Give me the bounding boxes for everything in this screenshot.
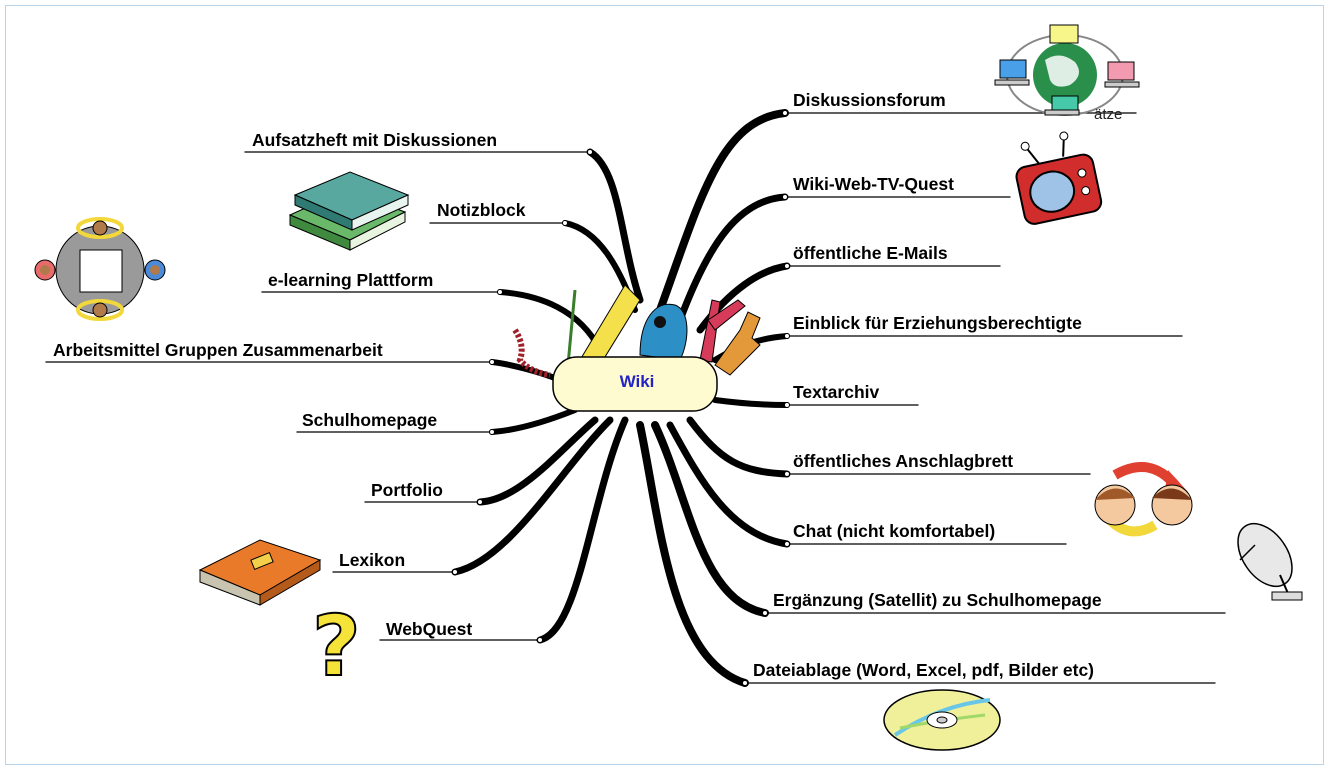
node-dot — [782, 110, 788, 116]
center-node — [552, 356, 718, 412]
branch-portfolio — [476, 416, 599, 506]
branch-chat — [666, 421, 791, 548]
branch-satellit — [651, 421, 769, 617]
center-label: Wiki — [619, 372, 655, 391]
branch-lexikon — [451, 416, 614, 576]
label-lexikon: Lexikon — [339, 550, 406, 570]
office-supplies-icon — [512, 284, 761, 378]
label-satellit: Ergänzung (Satellit) zu Schulhomepage — [773, 590, 1102, 610]
node-dot — [784, 471, 790, 477]
branch-schulhomepage — [489, 407, 578, 435]
node-dot — [784, 402, 790, 408]
satellite-dish-icon — [1237, 522, 1303, 601]
node-dot — [784, 263, 790, 269]
label-diskussionsforum: Diskussionsforum — [793, 90, 946, 110]
node-dot — [742, 680, 748, 686]
branch-diskussionsforum — [656, 109, 789, 314]
label-einblick: Einblick für Erziehungsberechtigte — [793, 313, 1082, 333]
node-dot — [537, 637, 543, 643]
branch-dateiablage — [636, 421, 749, 687]
people-cycle-icon — [1094, 462, 1193, 537]
node-dot — [762, 610, 768, 616]
tv-icon — [1015, 131, 1103, 225]
label-portfolio: Portfolio — [371, 480, 443, 500]
node-dot — [497, 289, 503, 295]
label-textarchiv: Textarchiv — [793, 382, 880, 402]
branch-webquest — [536, 416, 629, 644]
label-emails: öffentliche E-Mails — [793, 243, 948, 263]
label-dateiablage: Dateiablage (Word, Excel, pdf, Bilder et… — [753, 660, 1095, 680]
branch-elearning — [497, 289, 603, 353]
node-dot — [489, 359, 495, 365]
node-dot — [452, 569, 458, 575]
books-icon — [288, 171, 410, 251]
node-dot — [784, 333, 790, 339]
branch-wikiwebtv — [676, 193, 789, 324]
dictionary-book-icon — [198, 539, 322, 606]
branch-arbeitsmittel — [489, 359, 563, 383]
label-webquest: WebQuest — [386, 619, 473, 639]
network-globe-icon — [994, 24, 1140, 116]
label-anschlagbrett: öffentliches Anschlagbrett — [793, 451, 1014, 471]
label-aufsatzheft: Aufsatzheft mit Diskussionen — [252, 130, 498, 150]
label-arbeitsmittel: Arbeitsmittel Gruppen Zusammenarbeit — [53, 340, 383, 360]
branch-aufsatzheft — [586, 148, 644, 304]
node-dot — [489, 429, 495, 435]
node-dot — [784, 541, 790, 547]
question-mark-icon: ? — [312, 597, 361, 695]
label-notizblock: Notizblock — [437, 200, 526, 220]
group-meeting-icon — [34, 217, 166, 321]
node-dot — [562, 220, 568, 226]
node-dot — [587, 149, 593, 155]
branch-textarchiv — [712, 397, 790, 408]
label-schulhomepage: Schulhomepage — [302, 410, 438, 430]
branch-anschlagbrett — [686, 416, 791, 478]
label-wikiwebtv: Wiki-Web-TV-Quest — [793, 174, 954, 194]
network-caption: ätze — [1094, 106, 1122, 123]
node-dot — [477, 499, 483, 505]
cd-icon — [883, 689, 1001, 751]
label-chat: Chat (nicht komfortabel) — [793, 521, 996, 541]
label-elearning: e-learning Plattform — [268, 270, 434, 290]
node-dot — [782, 194, 788, 200]
